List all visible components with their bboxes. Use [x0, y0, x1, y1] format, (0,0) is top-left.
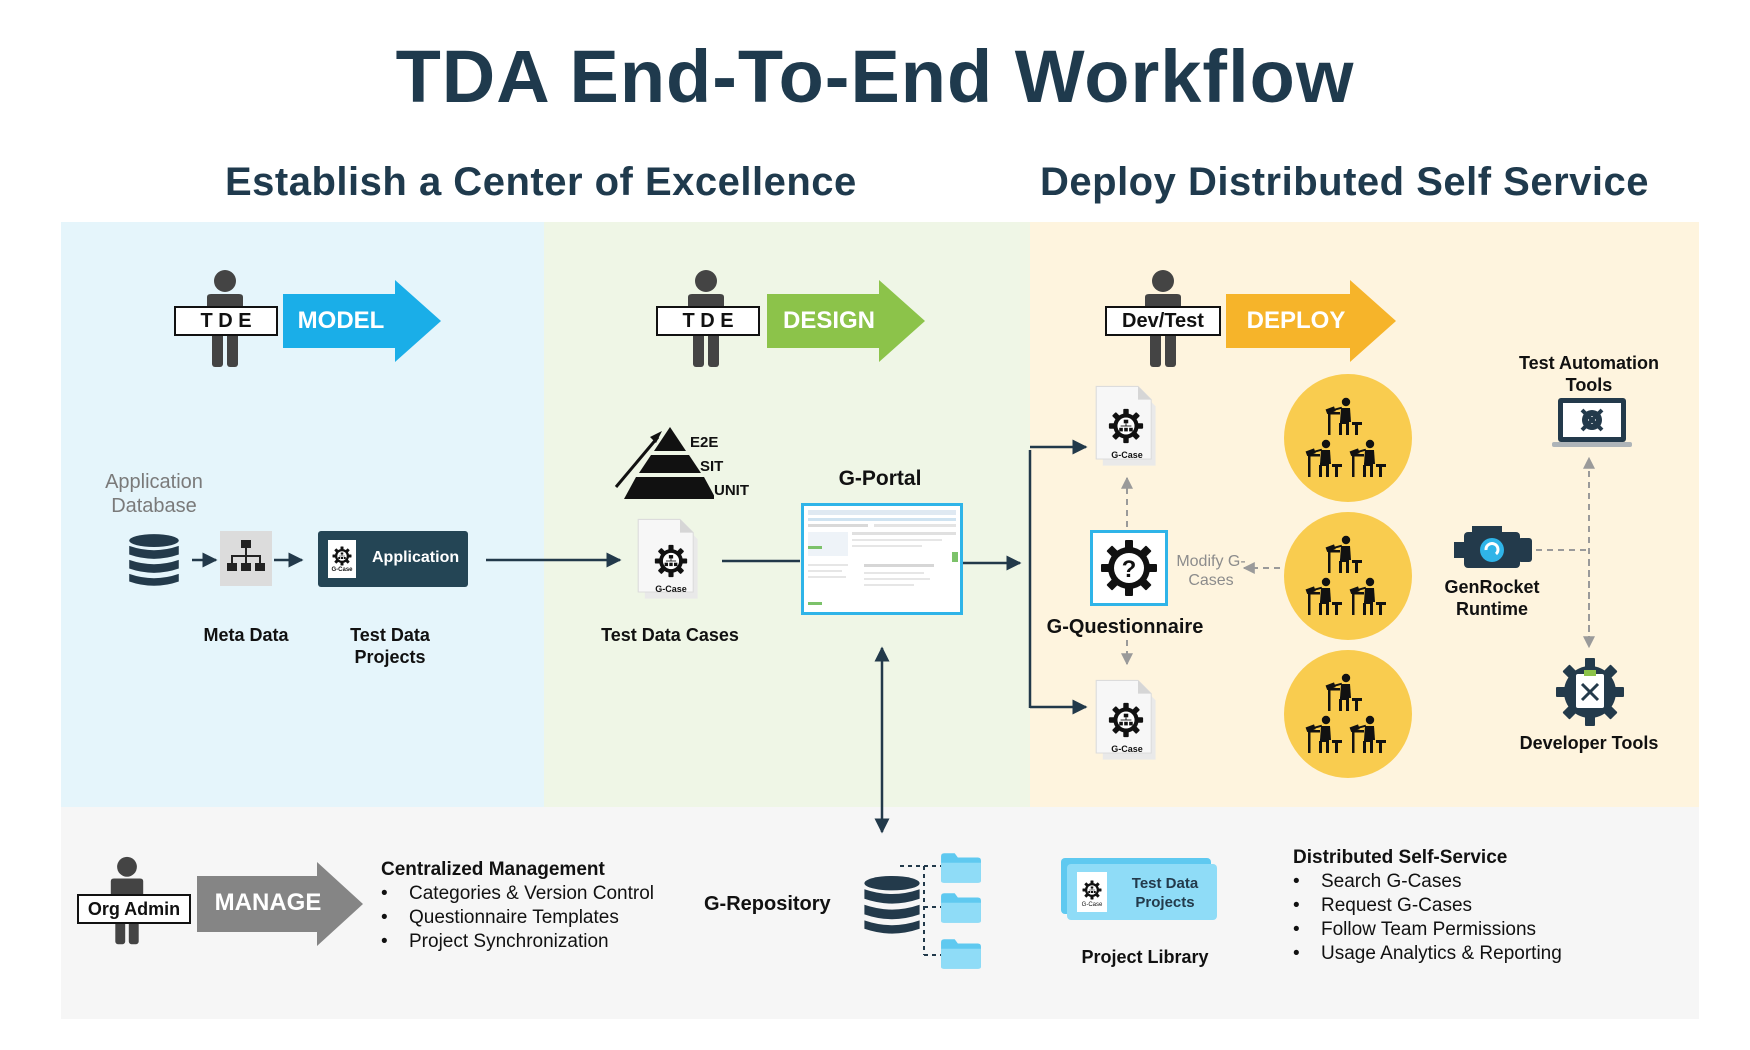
design-person-tag: T D E: [656, 306, 760, 336]
worker-icon: [1304, 714, 1344, 754]
project-library-label: Project Library: [1081, 947, 1209, 967]
worker-icon: [1304, 438, 1344, 478]
application-box-label: Application: [372, 549, 460, 566]
g-repository-label: G-Repository: [704, 893, 831, 915]
gear-icon: [1108, 702, 1144, 738]
manage-arrow: [197, 862, 363, 946]
list-item: Request G-Cases: [1291, 894, 1562, 918]
list-item: Search G-Cases: [1291, 870, 1562, 894]
manage-person-tag: Org Admin: [77, 894, 191, 924]
design-arrow-label: DESIGN: [782, 307, 875, 334]
test-pyramid-icon: [614, 427, 714, 499]
centralized-management-list: Categories & Version Control Questionnai…: [379, 882, 654, 954]
project-card-icon-text: G-Case: [1081, 902, 1103, 908]
deploy-arrow-label: DEPLOY: [1246, 307, 1346, 334]
folder-icon: [940, 938, 982, 970]
application-box: G-Case Application: [318, 531, 468, 587]
page-title: TDA End-To-End Workflow: [395, 35, 1355, 118]
gcase-icon-text: G-Case: [655, 584, 687, 594]
worker-icon: [1348, 438, 1388, 478]
gportal-screenshot: [801, 503, 963, 615]
gear-icon: [1082, 880, 1102, 900]
centralized-management-title: Centralized Management: [381, 859, 605, 880]
project-card: G-Case Test Data Projects: [1067, 864, 1217, 920]
svg-text:?: ?: [1122, 556, 1137, 583]
app-box-icon-text: G-Case: [331, 567, 353, 573]
gportal-label: G-Portal: [838, 467, 922, 490]
worker-icon: [1304, 576, 1344, 616]
worker-icon: [1348, 714, 1388, 754]
test-data-projects-label: Test Data Projects: [350, 625, 430, 667]
design-arrow: [767, 280, 925, 362]
repository-database-icon: [862, 874, 922, 938]
section-title-right: Deploy Distributed Self Service: [1040, 160, 1650, 204]
distributed-self-service-title: Distributed Self-Service: [1293, 847, 1508, 868]
section-title-left: Establish a Center of Excellence: [225, 160, 857, 204]
model-arrow: [283, 280, 441, 362]
folder-icon: [940, 892, 982, 924]
questionnaire-box: ?: [1090, 530, 1168, 606]
project-card-doc-icon: G-Case: [1077, 872, 1107, 912]
deploy-arrow: [1226, 280, 1396, 362]
deploy-person-tag: Dev/Test: [1105, 306, 1221, 336]
gcase-bottom-text: G-Case: [1111, 744, 1143, 754]
team-circle-3: [1284, 650, 1412, 778]
app-box-doc-icon: G-Case: [328, 540, 356, 578]
worker-icon: [1324, 534, 1364, 574]
project-card-label: Test Data Projects: [1131, 875, 1199, 911]
list-item: Questionnaire Templates: [379, 906, 654, 930]
pyramid-level-e2e: E2E: [690, 434, 719, 451]
model-person-tag: T D E: [174, 306, 278, 336]
meta-data-label: Meta Data: [203, 625, 289, 645]
worker-icon: [1324, 672, 1364, 712]
model-arrow-label: MODEL: [297, 307, 385, 334]
app-database-icon: [127, 533, 181, 589]
questionnaire-label: G-Questionnaire: [1046, 616, 1204, 638]
developer-tools-gear-icon: [1556, 658, 1624, 726]
genrocket-engine-icon: [1454, 526, 1532, 568]
list-item: Usage Analytics & Reporting: [1291, 942, 1562, 966]
gear-icon: [1108, 408, 1144, 444]
folder-icon: [940, 852, 982, 884]
modify-gcases-label: Modify G-Cases: [1176, 553, 1246, 589]
list-item: Follow Team Permissions: [1291, 918, 1562, 942]
gear-icon: [654, 544, 688, 578]
app-db-label: Application Database: [105, 471, 203, 517]
developer-tools-label: Developer Tools: [1519, 733, 1659, 753]
genrocket-runtime-label: GenRocket Runtime: [1444, 577, 1540, 619]
team-circle-2: [1284, 512, 1412, 640]
pyramid-level-unit: UNIT: [714, 482, 749, 499]
laptop-tools-icon: [1552, 398, 1632, 447]
gear-icon: [332, 546, 352, 566]
worker-icon: [1348, 576, 1388, 616]
manage-arrow-label: MANAGE: [214, 889, 322, 916]
worker-icon: [1324, 396, 1364, 436]
test-automation-label: Test Automation Tools: [1519, 353, 1659, 395]
meta-data-icon: [220, 531, 272, 586]
test-data-cases-label: Test Data Cases: [601, 625, 739, 645]
pyramid-level-sit: SIT: [700, 458, 724, 475]
list-item: Categories & Version Control: [379, 882, 654, 906]
team-circle-1: [1284, 374, 1412, 502]
gcase-top-text: G-Case: [1111, 450, 1143, 460]
question-gear-icon: ?: [1101, 540, 1157, 596]
distributed-self-service-list: Search G-Cases Request G-Cases Follow Te…: [1291, 870, 1562, 966]
list-item: Project Synchronization: [379, 930, 654, 954]
